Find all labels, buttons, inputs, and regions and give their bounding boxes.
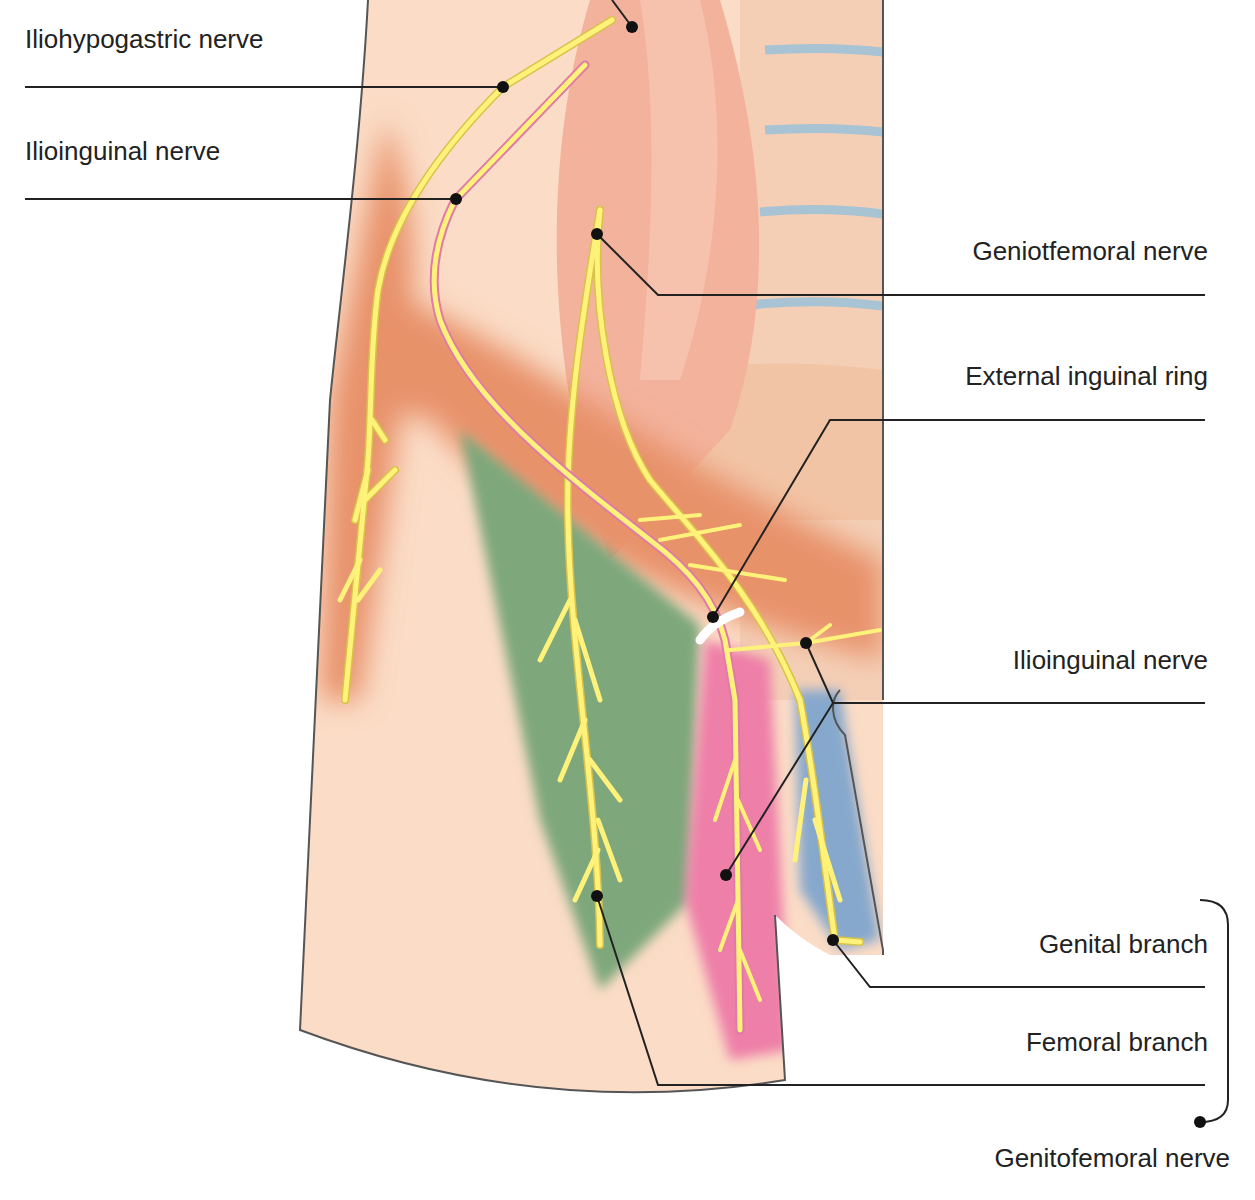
part-label: Femoral branch [1026, 1027, 1208, 1057]
part-label: Geniotfemoral nerve [972, 236, 1208, 266]
part-label: Ilioinguinal nerve [1013, 645, 1208, 675]
part-label: Iliohypogastric nerve [25, 24, 263, 54]
part-label: Genital branch [1039, 929, 1208, 959]
part-label: External inguinal ring [965, 361, 1208, 391]
part-label: Ilioinguinal nerve [25, 136, 220, 166]
part-label: Genitofemoral nerve [994, 1143, 1230, 1173]
